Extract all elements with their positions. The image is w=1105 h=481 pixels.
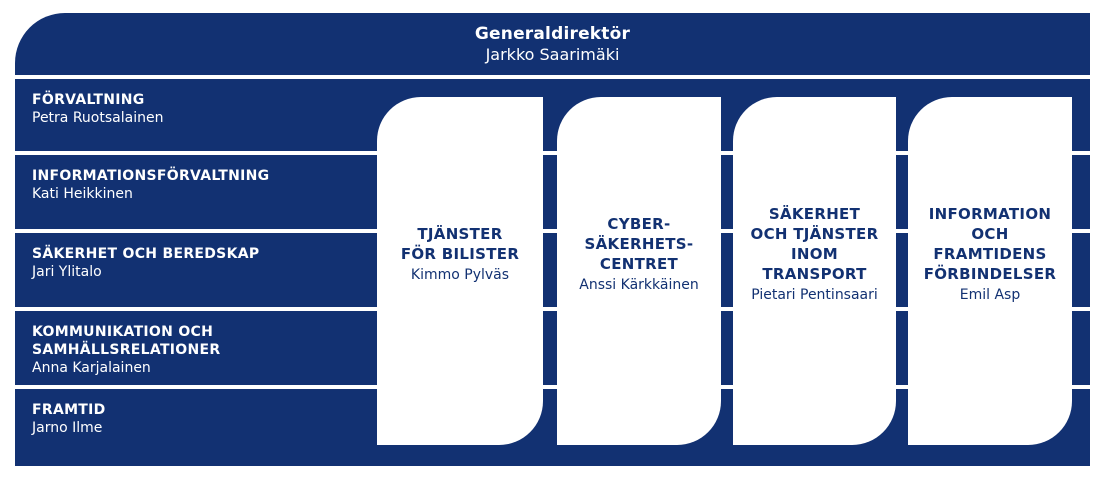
department-title: INFORMATIONSFÖRVALTNING: [32, 168, 270, 184]
director-name: Jarkko Saarimäki: [485, 44, 620, 64]
department-head-name: Petra Ruotsalainen: [32, 110, 164, 126]
division-title: CYBER- SÄKERHETS- CENTRET: [584, 214, 694, 273]
division-column-tjanster-for-bilister: TJÄNSTER FÖR BILISTER Kimmo Pylväs: [377, 97, 543, 445]
department-title: FRAMTID: [32, 402, 106, 418]
department-title: SÄKERHET OCH BEREDSKAP: [32, 246, 260, 262]
department-head-name: Kati Heikkinen: [32, 186, 133, 202]
department-head-name: Anna Karjalainen: [32, 360, 151, 376]
department-title: FÖRVALTNING: [32, 92, 145, 108]
division-title: TJÄNSTER FÖR BILISTER: [400, 224, 520, 263]
department-row-forvaltning: FÖRVALTNING Petra Ruotsalainen: [15, 79, 1090, 151]
division-title: INFORMATION OCH FRAMTIDENS FÖRBINDELSER: [923, 204, 1057, 283]
division-head-name: Kimmo Pylväs: [410, 266, 510, 283]
department-head-name: Jarno Ilme: [32, 420, 103, 436]
org-chart: Generaldirektör Jarkko Saarimäki FÖRVALT…: [15, 13, 1090, 466]
division-column-cybersakerhetscentret: CYBER- SÄKERHETS- CENTRET Anssi Kärkkäin…: [557, 97, 721, 445]
division-column-information-och-framtidens-forbindelser: INFORMATION OCH FRAMTIDENS FÖRBINDELSER …: [908, 97, 1072, 445]
department-head-name: Jari Ylitalo: [32, 264, 102, 280]
director-box: Generaldirektör Jarkko Saarimäki: [15, 13, 1090, 75]
department-title: KOMMUNIKATION OCH SAMHÄLLSRELATIONER: [32, 324, 221, 358]
division-column-sakerhet-och-tjanster-inom-transport: SÄKERHET OCH TJÄNSTER INOM TRANSPORT Pie…: [733, 97, 896, 445]
director-title: Generaldirektör: [474, 23, 631, 44]
division-head-name: Anssi Kärkkäinen: [579, 276, 699, 293]
division-head-name: Emil Asp: [959, 286, 1021, 303]
division-title: SÄKERHET OCH TJÄNSTER INOM TRANSPORT: [750, 204, 879, 283]
division-head-name: Pietari Pentinsaari: [751, 286, 878, 303]
